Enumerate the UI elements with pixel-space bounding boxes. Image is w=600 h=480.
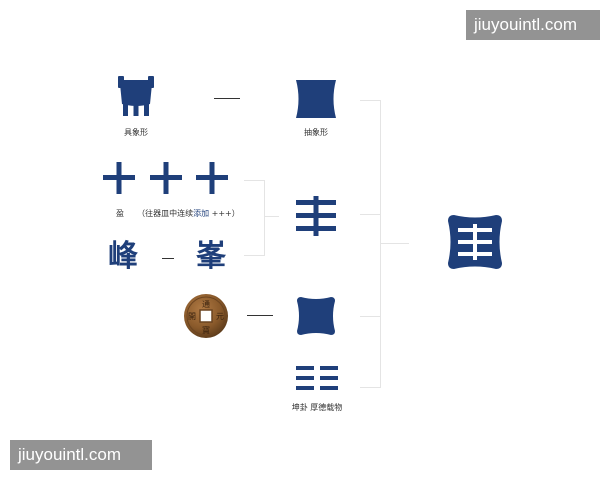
connector-tick-middle-1 <box>360 214 380 215</box>
cross-icon-2 <box>150 162 182 194</box>
fullness-caption-paren: （往器皿中连续 <box>137 209 194 218</box>
ancient-coin-icon: 通 寶 開 元 <box>183 293 229 339</box>
char-peak-stylized: 峯 <box>196 239 226 274</box>
watermark-top: jiuyouintl.com <box>466 10 600 40</box>
cross-icon-3 <box>196 162 228 194</box>
kun-trigram-caption: 坤卦 厚德载物 <box>291 403 343 412</box>
kun-trigram-icon <box>296 366 338 390</box>
fullness-caption-tail: +++） <box>211 209 240 218</box>
arrow-row1 <box>214 98 240 99</box>
watermark-bottom: jiuyouintl.com <box>10 440 152 470</box>
svg-text:通: 通 <box>202 299 210 309</box>
arrow-row4 <box>247 315 273 316</box>
svg-text:元: 元 <box>216 312 224 321</box>
ding-vessel-icon <box>116 74 156 118</box>
connector-bracket-right <box>360 100 381 388</box>
abstract-form-caption: 抽象形 <box>304 128 328 137</box>
svg-text:寶: 寶 <box>202 325 210 335</box>
concrete-form-caption: 具象形 <box>124 128 148 137</box>
rounded-square-icon <box>295 295 337 337</box>
connector-bracket-left <box>244 180 265 256</box>
svg-text:開: 開 <box>188 312 196 321</box>
stacked-cross-icon <box>296 196 336 236</box>
fullness-caption-main: 盈 <box>116 209 124 218</box>
arrow-row3 <box>162 258 174 259</box>
connector-bracket-left-stem <box>265 216 279 217</box>
final-logo-icon <box>446 213 504 271</box>
char-peak-regular: 峰 <box>108 239 138 274</box>
fullness-caption: 盈 （往器皿中连续添加 +++） <box>116 208 240 219</box>
cross-icon-1 <box>103 162 135 194</box>
abstract-vessel-icon <box>293 78 339 120</box>
connector-stem-right <box>381 243 409 244</box>
fullness-caption-highlight: 添加 <box>193 209 210 218</box>
connector-tick-middle-2 <box>360 316 380 317</box>
